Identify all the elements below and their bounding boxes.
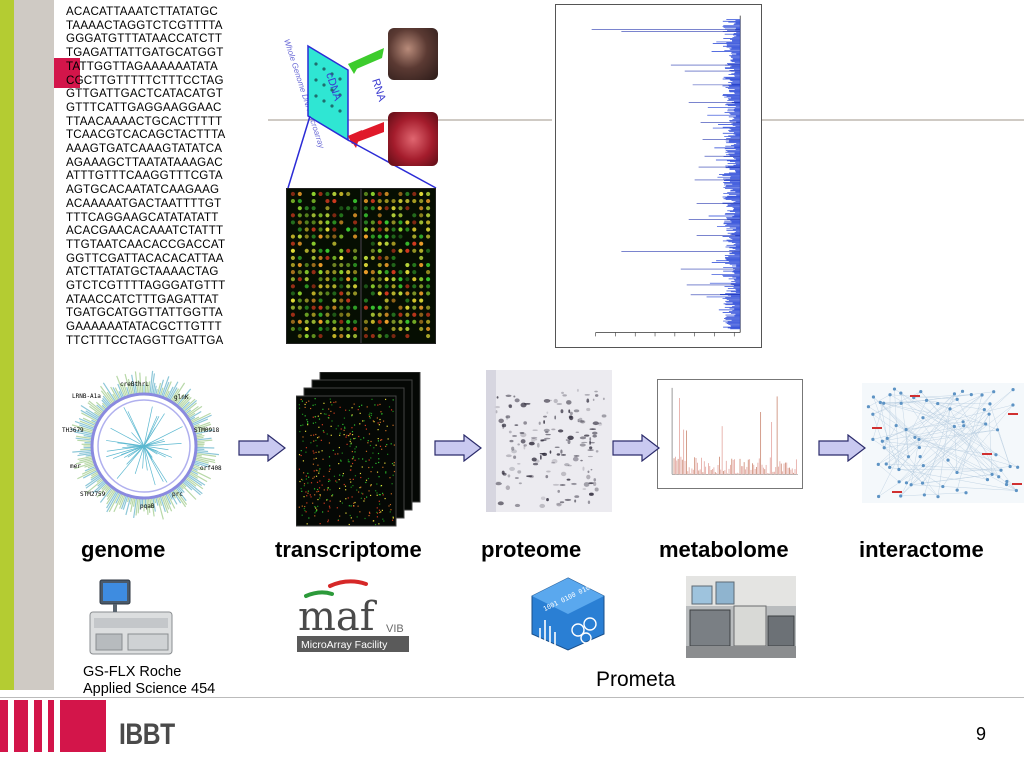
arrow-right-icon <box>238 434 286 462</box>
label-genome: genome <box>81 537 166 562</box>
genome-map-label: pqaB <box>140 503 155 510</box>
dna-sequence-line: TAAAACTAGGTCTCGTTTTA <box>66 18 223 32</box>
genome-circular-map: creBthrL LRNB-A1a glnK TH3679 STM0918 orf408 m… <box>62 370 222 520</box>
genome-map-label: LRNB-A1a <box>72 393 101 400</box>
tissue-image-infected <box>388 112 438 166</box>
dna-sequence-line: GGGATGTTTATAACCATCTT <box>66 32 223 46</box>
dna-sequence-line: TTTCAGGAAGCATATATATT <box>66 210 219 224</box>
dna-sequence-line: ACACATTAAATCTTATATGC <box>66 5 218 18</box>
mass-spectrum-plot <box>555 4 762 348</box>
dna-sequence-line: ACACGAACACAAATCTATTT <box>66 224 224 238</box>
dna-sequence-line: TCAACGTCACAGCTACTTTA <box>66 128 226 142</box>
dna-sequence-line: ACAAAAATGACTAATTTTGT <box>66 196 222 210</box>
dna-sequence-line: TTAACAAAACTGCACTTTTT <box>66 114 223 128</box>
dna-sequence-line: ATAACCATCTTTGAGATTAT <box>66 292 219 306</box>
sequencer-caption-line1: GS-FLX Roche <box>83 664 182 680</box>
ibbt-logo-text: IBBT <box>119 718 175 751</box>
arrow-right-icon <box>434 434 482 462</box>
prometa-caption: Prometa <box>596 668 676 691</box>
left-green-stripe <box>0 0 14 690</box>
genome-map-label: prc <box>172 491 183 498</box>
maf-logo-text: maf <box>298 594 378 640</box>
dna-sequence-line: TGAGATTATTGATGCATGGT <box>66 46 224 60</box>
microarray-spot-grid <box>286 188 436 344</box>
label-interactome: interactome <box>859 537 984 562</box>
arrow-right-icon <box>818 434 866 462</box>
tissue-image-normal <box>388 28 438 80</box>
sequencer-instrument-image <box>89 579 173 655</box>
genome-map-label: TH3679 <box>62 427 84 434</box>
metabolomics-lab-photo <box>686 576 796 658</box>
sequencer-caption: GS-FLX Roche Applied Science 454 <box>83 664 215 698</box>
dna-sequence-line: AGTGCACAATATCAAGAAG <box>66 183 220 197</box>
genome-map-label: glnK <box>174 394 189 401</box>
genome-map-label: STM2759 <box>80 491 106 498</box>
interactome-network <box>862 383 1024 503</box>
dna-sequence-line: GTTGATTGACTCATACATGT <box>66 87 224 101</box>
page-number: 9 <box>976 724 987 744</box>
dna-sequence-line: ATCTTATATGCTAAAACTAG <box>66 265 219 279</box>
prometa-logo: 1001 0100 0101 <box>531 577 605 651</box>
maf-logo: maf VIB MicroArray Facility <box>297 579 409 652</box>
genome-map-label: STM0918 <box>194 427 220 434</box>
arrow-right-icon <box>612 434 660 462</box>
rna-label: RNA <box>369 77 388 103</box>
sequencer-caption-line2: Applied Science 454 <box>83 681 216 697</box>
ibbt-logo-bars <box>0 700 106 752</box>
genome-map-label: mer <box>70 463 81 470</box>
dna-sequence-line: TTGTAATCAACACCGACCAT <box>66 237 226 251</box>
dna-sequence-line: ATTTGTTTCAAGGTTTCGTA <box>66 169 223 183</box>
transcriptome-array-stack <box>296 372 421 527</box>
genome-map-label: creBthrL <box>120 381 149 388</box>
dna-sequence-line: AGAAAGCTTAATATAAAGAC <box>66 155 223 169</box>
proteome-2d-gel <box>486 370 612 512</box>
dna-sequence-line: GGTTCGATTACACACATTAA <box>66 251 224 265</box>
label-metabolome: metabolome <box>659 537 789 562</box>
maf-vib-text: VIB <box>386 623 404 635</box>
dna-sequence-line: GTCTCGTTTTAGGGATGTTT <box>66 279 226 293</box>
label-proteome: proteome <box>481 537 582 562</box>
label-transcriptome: transcriptome <box>275 537 422 562</box>
metabolome-chromatogram <box>657 379 803 489</box>
dna-sequence-line: GAAAAAATATACGCTTGTTT <box>66 320 222 334</box>
dna-sequence-line: TTCTTTCCTAGGTTGATTGA <box>66 333 224 347</box>
dna-sequence-line: AAAGTGATCAAAGTATATCA <box>66 142 223 156</box>
dna-sequence-line: GTTTCATTGAGGAAGGAAC <box>66 100 222 114</box>
dna-sequence-line: CGCTTGTTTTTCTTTCCTAG <box>66 73 224 87</box>
dna-sequence-line: TATTGGTTAGAAAAAATATA <box>66 59 218 73</box>
footer-divider <box>0 697 1024 698</box>
dna-sequence-line: TGATGCATGGTTATTGGTTA <box>66 306 223 320</box>
divider-line <box>762 119 1024 121</box>
red-accent-block <box>54 58 80 88</box>
maf-subtitle: MicroArray Facility <box>301 639 388 651</box>
genome-map-label: orf408 <box>200 465 222 472</box>
